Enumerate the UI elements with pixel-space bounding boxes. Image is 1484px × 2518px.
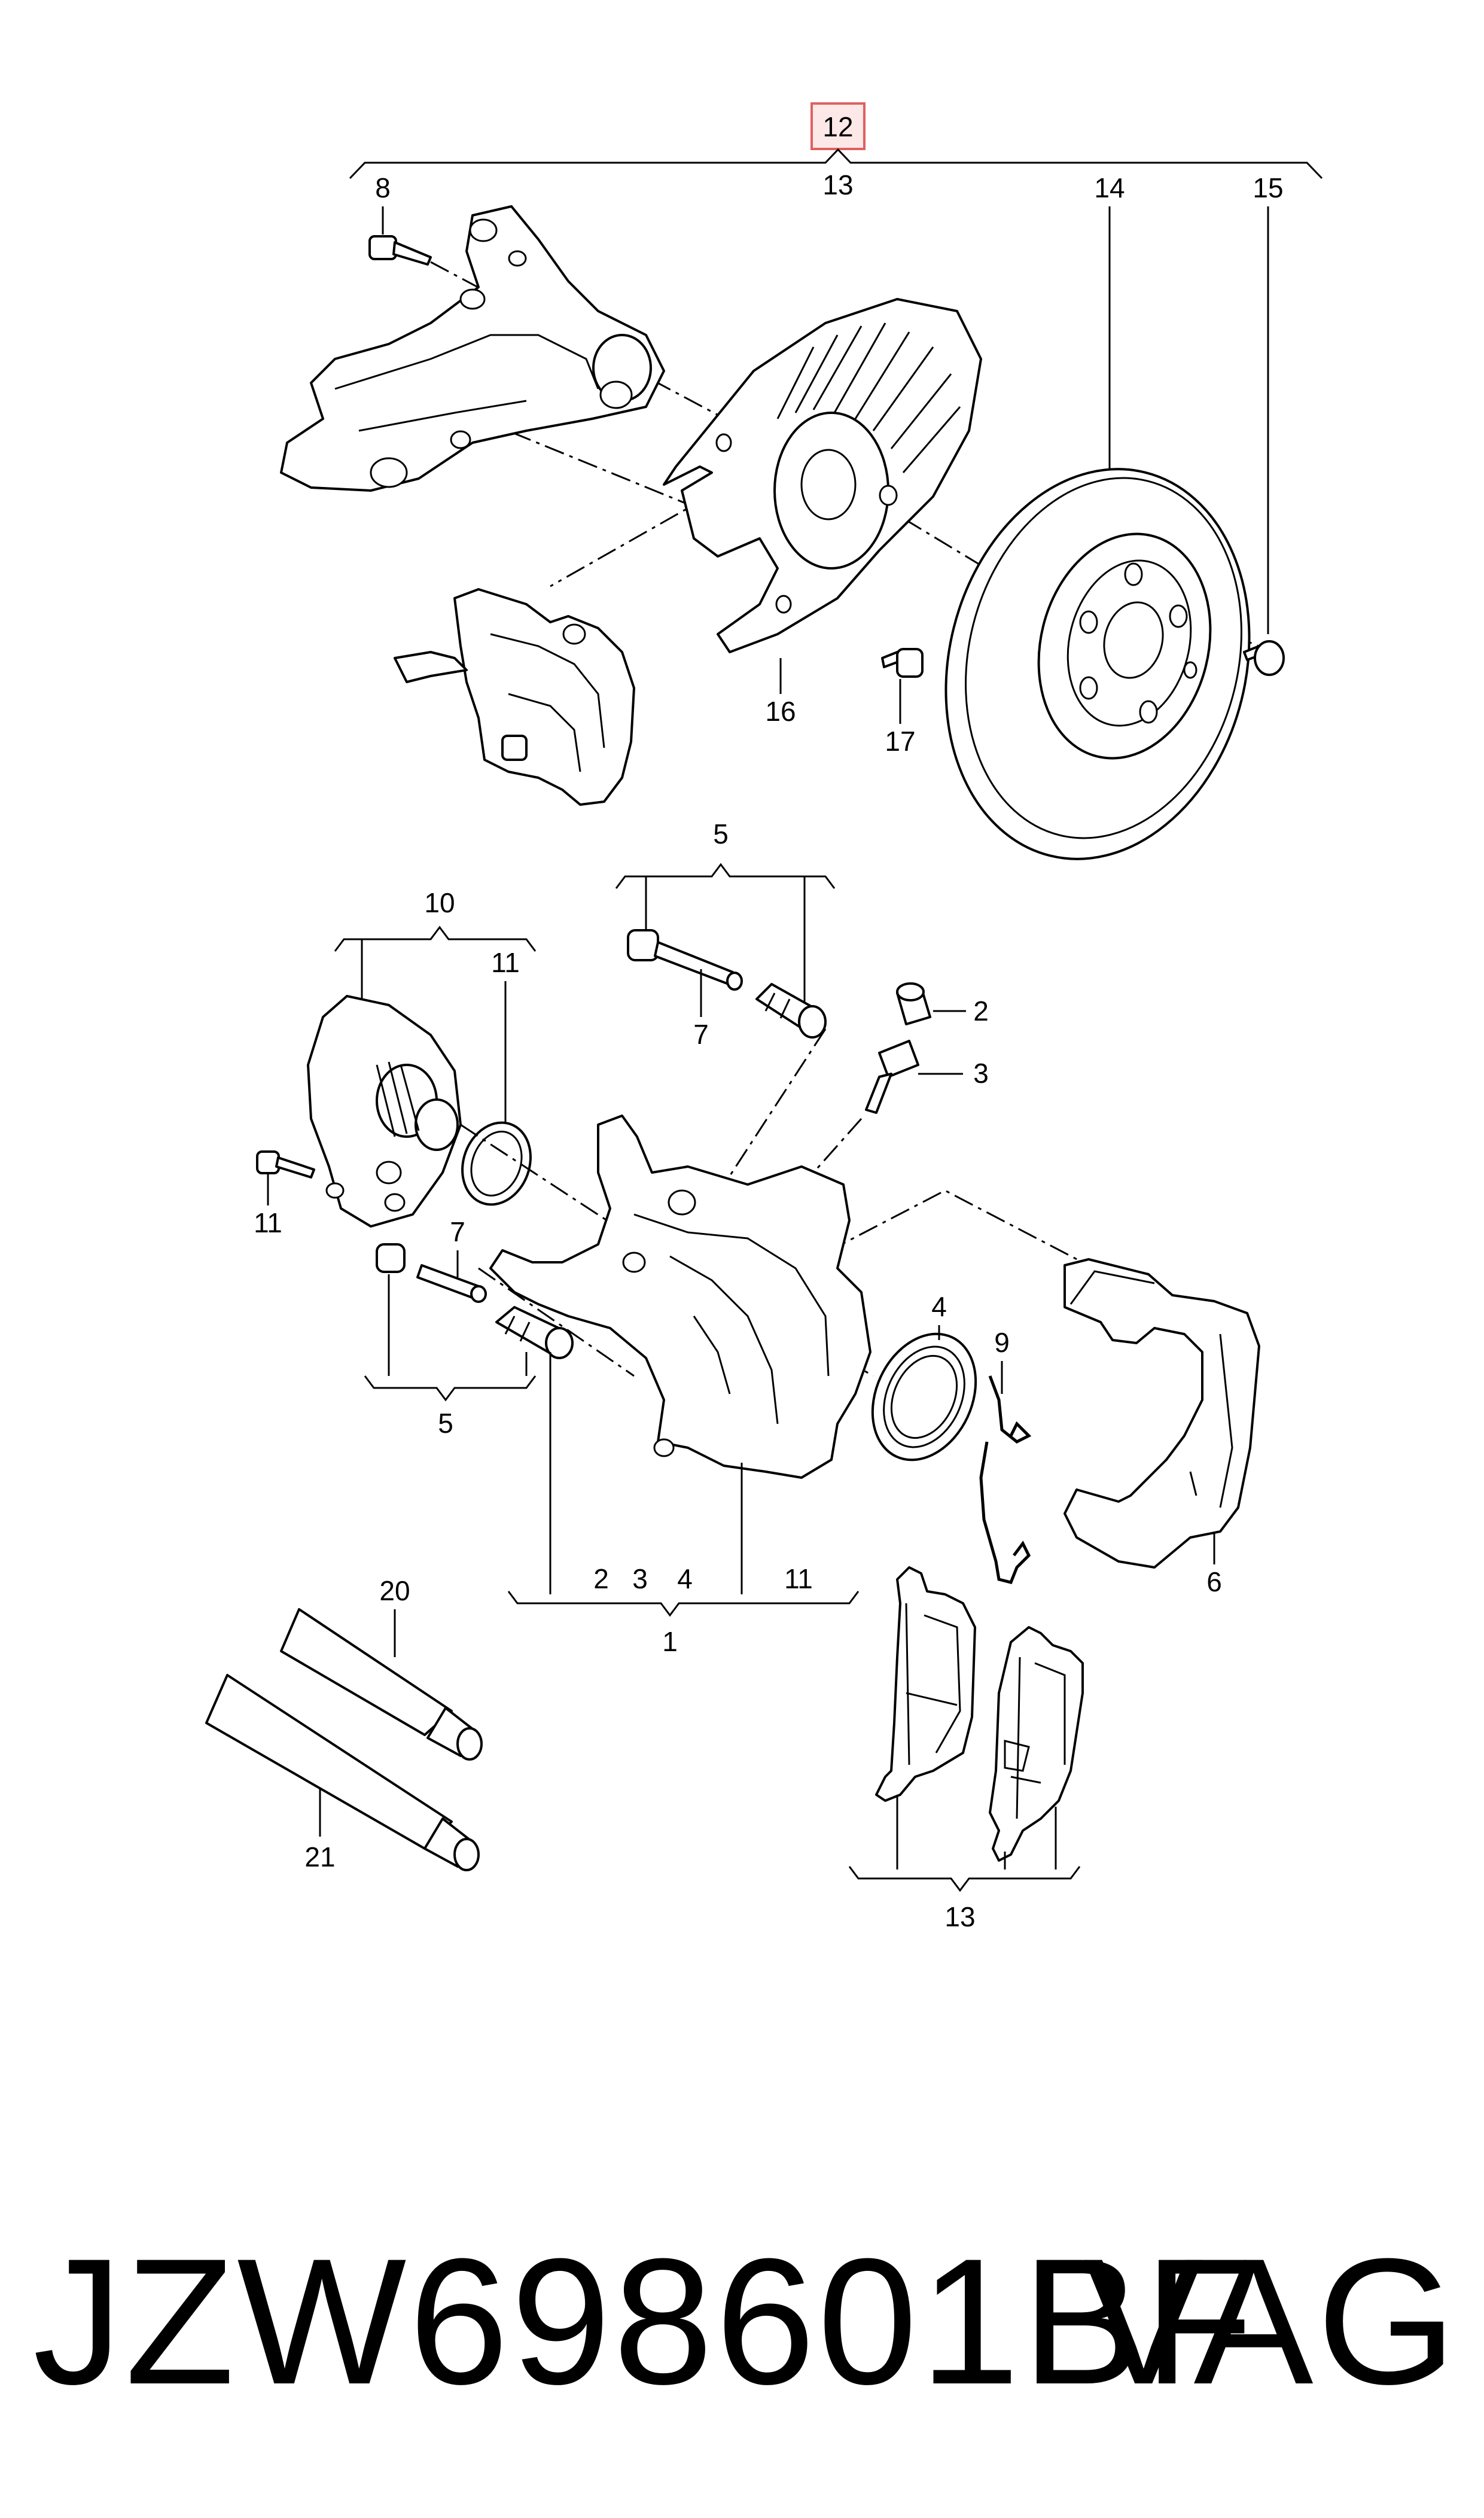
callout-1-part-11: 11 xyxy=(784,1563,813,1594)
brake-caliper-1 xyxy=(489,1115,871,1479)
bolt-8 xyxy=(368,235,432,266)
callout-2: 2 xyxy=(973,995,989,1027)
callout-11-right: 11 xyxy=(491,947,520,978)
screw-11-left xyxy=(256,1150,315,1179)
spring-clip-9 xyxy=(979,1375,1032,1584)
callout-21: 21 xyxy=(304,1841,335,1872)
callout-1-part-2: 2 xyxy=(593,1563,609,1594)
bracket-1 xyxy=(507,1591,860,1617)
callout-9: 9 xyxy=(994,1327,1010,1358)
callout-17: 17 xyxy=(885,726,915,757)
callout-10: 10 xyxy=(424,887,455,918)
callout-11-left: 11 xyxy=(254,1207,282,1238)
callout-20: 20 xyxy=(379,1575,410,1606)
axis-line-motor xyxy=(460,1123,617,1228)
bolt-17 xyxy=(881,648,924,678)
part-number: JZW698601BF xyxy=(33,2221,1256,2422)
splash-shield-16 xyxy=(663,298,982,653)
callout-5-top: 5 xyxy=(713,818,729,850)
axis-line-bolt-mid xyxy=(478,1267,635,1377)
callout-7-mid: 7 xyxy=(450,1216,465,1247)
o-ring-11 xyxy=(461,1121,532,1206)
guide-sleeve-top xyxy=(755,983,827,1039)
brake-disc-14 xyxy=(944,468,1251,860)
footer-caption: JZW698601BF VAG xyxy=(0,2213,1484,2429)
bracket-10 xyxy=(334,925,537,952)
bracket-13-top xyxy=(349,148,1323,179)
brand-name: VAG xyxy=(1083,2221,1460,2422)
screw-15 xyxy=(1243,640,1285,676)
callout-14: 14 xyxy=(1094,172,1125,203)
guide-bolt-top xyxy=(627,929,743,991)
callout-4: 4 xyxy=(931,1291,947,1322)
bleed-valve-3 xyxy=(865,1040,919,1114)
callout-8: 8 xyxy=(375,172,391,203)
brake-pad-inner xyxy=(875,1566,976,1802)
callout-5-bottom: 5 xyxy=(438,1408,453,1439)
caliper-carrier-6 xyxy=(1064,1258,1260,1569)
callout-13-bottom: 13 xyxy=(944,1901,975,1932)
bleed-cap-2 xyxy=(896,982,931,1025)
guide-bolt-mid xyxy=(376,1243,487,1303)
callout-15: 15 xyxy=(1253,172,1283,203)
callout-1: 1 xyxy=(662,1626,678,1657)
grease-tube-21 xyxy=(205,1674,480,1871)
wheel-bearing-housing xyxy=(280,205,665,492)
caliper-assembly-small xyxy=(394,588,635,806)
parking-brake-motor-10 xyxy=(307,995,462,1228)
bracket-5-bottom xyxy=(364,1375,537,1402)
callout-6: 6 xyxy=(1206,1566,1222,1597)
axis-line-carrier xyxy=(795,1189,1083,1269)
callout-16: 16 xyxy=(765,696,796,727)
piston-seal-4 xyxy=(871,1332,977,1462)
callout-1-part-4: 4 xyxy=(677,1563,693,1594)
callout-12: 12 xyxy=(822,111,853,142)
brake-pad-outer xyxy=(989,1626,1084,1862)
bracket-5-top xyxy=(615,863,836,889)
callout-7-top: 7 xyxy=(693,1019,709,1050)
grease-tube-20 xyxy=(280,1608,483,1761)
o-ring-11-inner xyxy=(470,1131,523,1196)
callout-3: 3 xyxy=(973,1058,989,1089)
callout-13-top: 13 xyxy=(822,169,853,200)
bracket-13-bottom xyxy=(848,1866,1081,1892)
guide-sleeve-mid xyxy=(495,1306,574,1359)
callout-1-part-3: 3 xyxy=(632,1563,648,1594)
